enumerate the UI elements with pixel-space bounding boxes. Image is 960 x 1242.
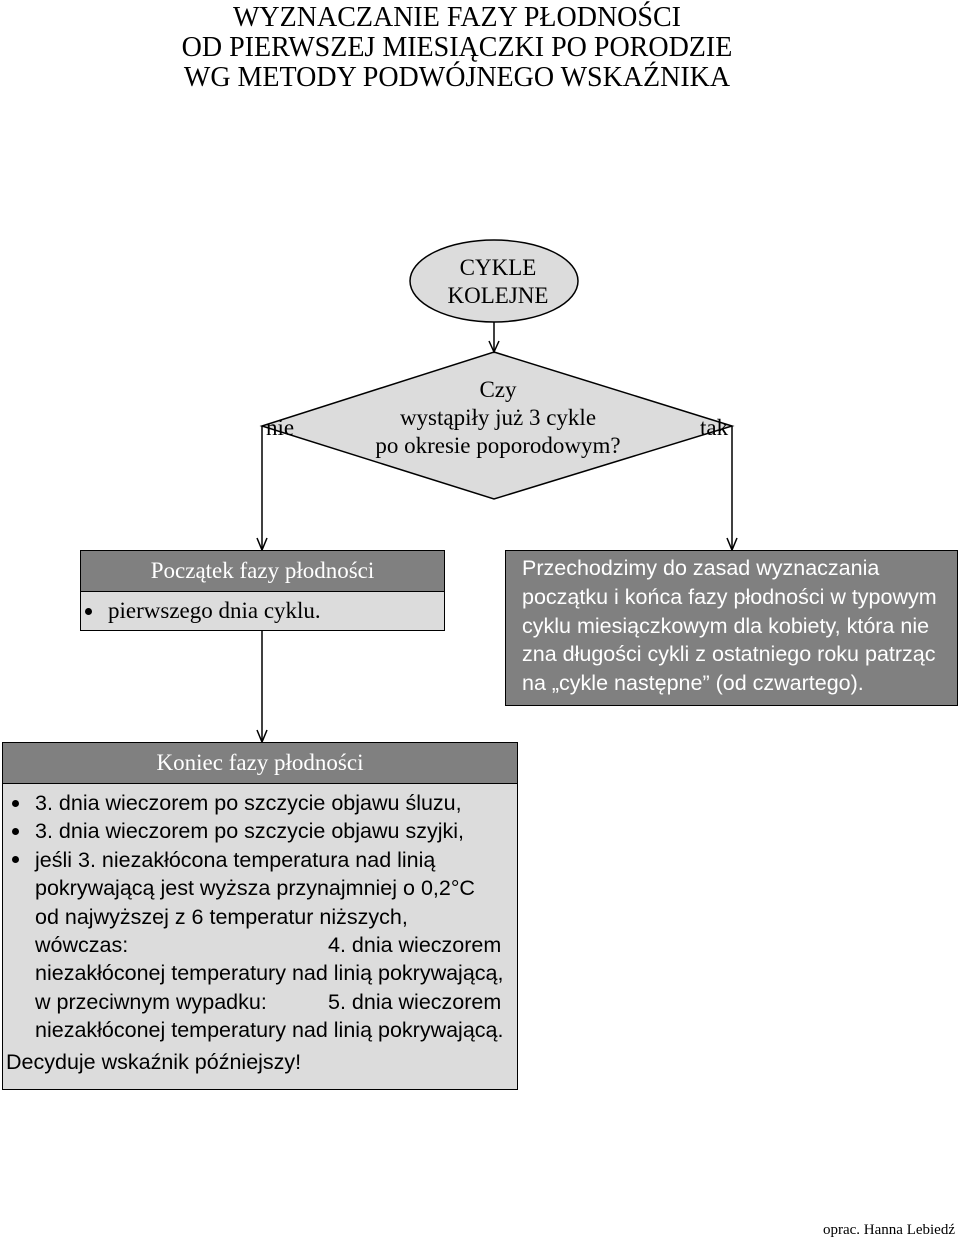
mucus-rule: 3. dnia wieczorem po szczycie objawu ślu… <box>35 791 462 815</box>
arrow-down-icon <box>488 340 500 354</box>
start-node-line: CYKLE <box>459 255 537 280</box>
cervix-rule: 3. dnia wieczorem po szczycie objawu szy… <box>35 819 464 844</box>
decision-line: Czy <box>479 377 517 402</box>
else-row: w przeciwnym wypadku: 5. dnia wieczorem <box>35 988 517 1016</box>
typical-cycle-line: początku i końca fazy płodności w typowy… <box>522 584 937 609</box>
typical-cycle-line: Przechodzimy do zasad wyznaczania <box>522 556 880 580</box>
else-label: w przeciwnym wypadku: <box>35 989 267 1014</box>
start-node-label: CYKLE KOLEJNE <box>419 254 577 310</box>
branch-label-no: nie <box>266 415 295 440</box>
fertile-start-body: pierwszego dnia cyklu. <box>81 592 444 630</box>
bullet-icon <box>12 799 19 807</box>
else-tail: niezakłóconej temperatury nad linią pokr… <box>35 1018 504 1043</box>
then-row: wówczas: 4. dnia wieczorem <box>35 931 517 959</box>
temperature-rule-line: jeśli 3. niezakłócona temperatura nad li… <box>35 847 436 872</box>
temperature-rule-line: od najwyższej z 6 temperatur niższych, <box>35 904 408 929</box>
typical-cycle-line: na „cykle następne” (od czwartego). <box>522 671 864 695</box>
list-item: jeśli 3. niezakłócona temperatura nad li… <box>12 846 517 874</box>
list-item: 3. dnia wieczorem po szczycie objawu szy… <box>12 817 517 845</box>
fertile-start-header: Początek fazy płodności <box>81 551 444 592</box>
fertile-start-item: pierwszego dnia cyklu. <box>108 598 321 623</box>
title-line: WYZNACZANIE FAZY PŁODNOŚCI <box>233 2 681 33</box>
fertile-end-header: Koniec fazy płodności <box>3 743 517 784</box>
bullet-icon <box>12 856 19 864</box>
typical-cycle-box: Przechodzimy do zasad wyznaczania począt… <box>505 550 958 706</box>
decision-line: wystąpiły już 3 cykle <box>399 405 597 430</box>
conclusion-text: Decyduje wskaźnik późniejszy! <box>6 1049 302 1074</box>
else-value: 5. dnia wieczorem <box>328 989 502 1014</box>
page-title: WYZNACZANIE FAZY PŁODNOŚCI OD PIERWSZEJ … <box>0 3 914 93</box>
temperature-rule-line: pokrywającą jest wyższa przynajmniej o 0… <box>35 876 475 901</box>
typical-cycle-line: cyklu miesiączkowym dla kobiety, która n… <box>522 613 930 638</box>
bullet-icon <box>12 828 19 836</box>
fertile-start-box: Początek fazy płodności pierwszego dnia … <box>80 550 445 631</box>
then-label: wówczas: <box>35 932 129 957</box>
then-tail: niezakłóconej temperatury nad linią pokr… <box>35 961 504 986</box>
title-line: WG METODY PODWÓJNEGO WSKAŹNIKA <box>183 62 731 93</box>
decision-question: Czy wystąpiły już 3 cykle po okresie pop… <box>348 376 648 460</box>
start-node-line: KOLEJNE <box>447 283 549 308</box>
bullet-icon <box>85 607 92 615</box>
fertile-end-body: 3. dnia wieczorem po szczycie objawu ślu… <box>3 784 517 1076</box>
author-credit: oprac. Hanna Lebiedź <box>822 1222 955 1238</box>
decision-line: po okresie poporodowym? <box>375 433 621 458</box>
typical-cycle-line: zna długości cykli z ostatniego roku pat… <box>522 642 936 667</box>
fertile-end-box: Koniec fazy płodności 3. dnia wieczorem … <box>2 742 518 1090</box>
title-line: OD PIERWSZEJ MIESIĄCZKI PO PORODZIE <box>181 32 733 63</box>
list-item: 3. dnia wieczorem po szczycie objawu ślu… <box>12 789 517 817</box>
decision-diamond <box>259 351 735 500</box>
then-value: 4. dnia wieczorem <box>328 932 502 957</box>
branch-label-yes: tak <box>700 415 729 440</box>
